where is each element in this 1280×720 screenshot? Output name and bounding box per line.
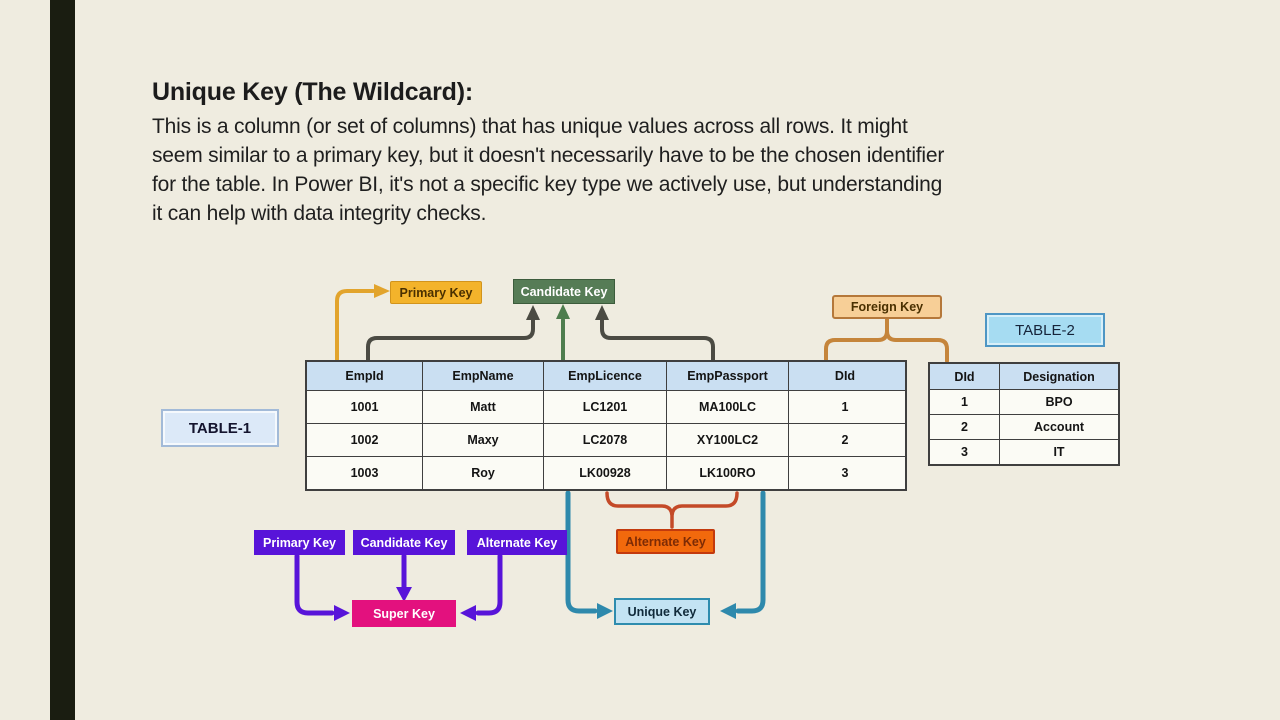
arrowhead-up-icon (556, 304, 570, 319)
table-row: 1 BPO (930, 390, 1118, 415)
left-accent-bar (50, 0, 75, 720)
arrowhead-left-icon (720, 603, 736, 619)
arrowhead-down-icon (396, 587, 412, 602)
table-cell: 2 (930, 415, 1000, 439)
arrowhead-up-icon (526, 305, 540, 320)
table-row: 2 Account (930, 415, 1118, 440)
table-cell: 3 (930, 440, 1000, 464)
foreign-key-label: Foreign Key (832, 295, 942, 319)
table-cell: 1003 (307, 457, 423, 489)
table-cell: LK00928 (544, 457, 667, 489)
table-row: 3 IT (930, 440, 1118, 464)
super-key-label: Super Key (352, 600, 456, 627)
table-cell: XY100LC2 (667, 424, 789, 456)
primary-key-label-bottom: Primary Key (254, 530, 345, 555)
alternate-key-label-bottom: Alternate Key (467, 530, 567, 555)
table-cell: MA100LC (667, 391, 789, 423)
unique-key-label: Unique Key (614, 598, 710, 625)
arrowhead-up-icon (595, 305, 609, 320)
table-1-badge: TABLE-1 (161, 409, 279, 447)
arrowhead-right-icon (374, 284, 390, 298)
candidate-key-label: Candidate Key (513, 279, 615, 304)
slide-title: Unique Key (The Wildcard): (152, 78, 473, 106)
arrowhead-left-icon (460, 605, 476, 621)
table-cell: LC2078 (544, 424, 667, 456)
column-header: Designation (1023, 369, 1095, 384)
designation-table: DId Designation 1 BPO 2 Account 3 IT (928, 362, 1120, 466)
column-header: DId (930, 364, 1000, 389)
slide-body-text: This is a column (or set of columns) tha… (152, 115, 945, 225)
table-cell: Roy (423, 457, 544, 489)
column-header: EmpId (307, 362, 423, 390)
table-cell: BPO (1045, 395, 1073, 409)
arrowhead-right-icon (334, 605, 350, 621)
column-header: EmpLicence (544, 362, 667, 390)
table-cell: Maxy (423, 424, 544, 456)
primary-key-label-top: Primary Key (390, 281, 482, 304)
column-header: EmpPassport (667, 362, 789, 390)
table-cell: 2 (841, 433, 849, 447)
table-cell: 1 (930, 390, 1000, 414)
column-header: DId (834, 369, 856, 383)
candidate-key-label-bottom: Candidate Key (353, 530, 455, 555)
table-header-row: DId Designation (930, 364, 1118, 390)
table-2-badge: TABLE-2 (985, 313, 1105, 347)
table-cell: LC1201 (544, 391, 667, 423)
arrowhead-right-icon (597, 603, 613, 619)
table-cell: Account (1034, 420, 1084, 434)
table-cell: 1001 (307, 391, 423, 423)
table-cell: 1002 (307, 424, 423, 456)
column-header: EmpName (423, 362, 544, 390)
table-cell: 3 (841, 466, 849, 480)
alternate-key-label-orange: Alternate Key (616, 529, 715, 554)
table-cell: 1 (841, 400, 849, 414)
table-cell: Matt (423, 391, 544, 423)
table-cell: IT (1053, 445, 1065, 459)
table-cell: LK100RO (667, 457, 789, 489)
